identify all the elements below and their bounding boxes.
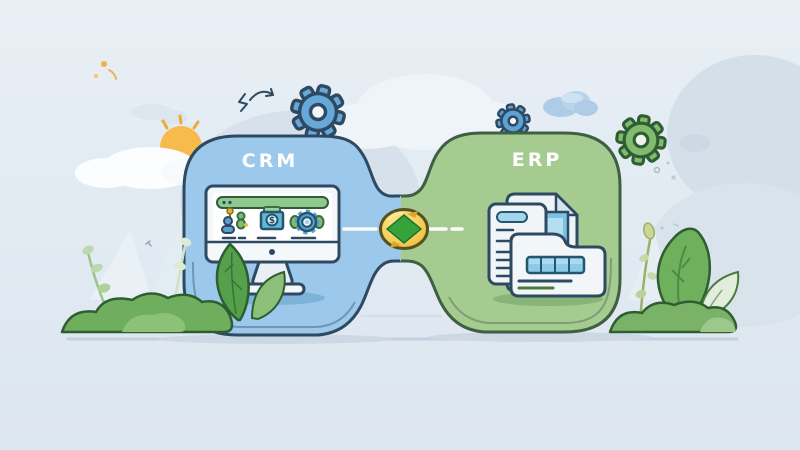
erp-panel-outline xyxy=(400,131,622,334)
gear-icon xyxy=(615,114,667,166)
contacts-icon xyxy=(221,207,248,234)
crm-panel-outline xyxy=(182,134,400,337)
spark-arrow-icon xyxy=(238,88,274,112)
monitor-icon: $ xyxy=(204,184,341,305)
sparkle-icon xyxy=(653,161,679,230)
coin-diamond xyxy=(385,214,423,244)
sync-coin-icon xyxy=(379,208,429,250)
erp-documents xyxy=(487,192,607,306)
sales-dollar-icon: $ xyxy=(259,206,285,231)
erp-inner-contour xyxy=(448,257,612,324)
ground-line xyxy=(66,314,739,344)
settings-gear-icon xyxy=(289,209,325,235)
dollar-glyph: $ xyxy=(269,216,275,226)
cloud-icon xyxy=(543,91,598,117)
folder-icon xyxy=(509,232,607,298)
plant-icon xyxy=(60,237,286,334)
plant-icon xyxy=(608,222,740,334)
crm-inner-contour xyxy=(192,261,356,328)
crm-panel-label: CRM xyxy=(242,150,298,172)
gear-icon xyxy=(495,103,531,139)
sync-connector xyxy=(342,208,464,250)
erp-panel-label: ERP xyxy=(512,149,563,171)
sparkle-icon xyxy=(94,61,117,80)
